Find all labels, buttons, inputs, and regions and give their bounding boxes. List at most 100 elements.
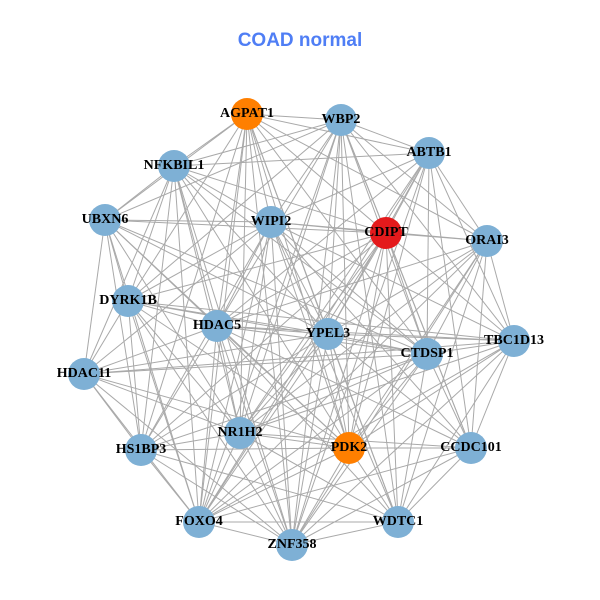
edge-CDIPT-CTDSP1 — [385, 232, 428, 355]
edge-ORAI3-WDTC1 — [397, 240, 488, 523]
edge-AGPAT1-HDAC5 — [216, 113, 248, 327]
node-NFKBIL1 — [158, 150, 190, 182]
edge-YPEL3-ZNF358 — [291, 333, 329, 546]
edge-CDIPT-ZNF358 — [291, 232, 387, 546]
edge-CDIPT-HS1BP3 — [140, 232, 387, 451]
node-label-CDIPT: CDIPT — [364, 225, 408, 240]
edge-CDIPT-UBXN6 — [104, 219, 387, 234]
edge-DYRK1B-HS1BP3 — [127, 300, 142, 451]
edge-AGPAT1-NR1H2 — [239, 113, 248, 434]
edge-ORAI3-HDAC5 — [216, 240, 488, 327]
node-NR1H2 — [224, 417, 256, 449]
edge-TBC1D13-FOXO4 — [198, 340, 515, 523]
edge-NFKBIL1-HS1BP3 — [140, 165, 175, 451]
edge-NFKBIL1-CDIPT — [173, 165, 387, 234]
edge-ABTB1-ZNF358 — [291, 152, 430, 546]
node-label-WBP2: WBP2 — [322, 112, 361, 127]
edge-HDAC5-FOXO4 — [198, 325, 218, 523]
edge-CDIPT-FOXO4 — [198, 232, 387, 523]
edge-DYRK1B-PDK2 — [127, 300, 350, 449]
node-label-NFKBIL1: NFKBIL1 — [144, 158, 205, 173]
edge-UBXN6-HS1BP3 — [104, 219, 142, 451]
node-WBP2 — [325, 104, 357, 136]
edge-NFKBIL1-YPEL3 — [173, 165, 329, 335]
edge-AGPAT1-WIPI2 — [246, 113, 272, 223]
edge-NFKBIL1-HDAC5 — [173, 165, 218, 327]
edge-PDK2-HS1BP3 — [140, 447, 350, 451]
edge-DYRK1B-FOXO4 — [127, 300, 200, 523]
edge-NFKBIL1-NR1H2 — [173, 165, 241, 434]
edge-WIPI2-HDAC11 — [83, 221, 272, 375]
edge-ABTB1-NR1H2 — [239, 152, 430, 434]
node-HDAC5 — [201, 310, 233, 342]
edge-ZNF358-WDTC1 — [291, 521, 399, 546]
edge-UBXN6-CTDSP1 — [104, 219, 428, 355]
edge-UBXN6-NR1H2 — [104, 219, 241, 434]
node-label-UBXN6: UBXN6 — [82, 212, 129, 227]
node-label-NR1H2: NR1H2 — [217, 425, 262, 440]
edge-HDAC5-NR1H2 — [216, 325, 241, 434]
edge-CTDSP1-CCDC101 — [426, 353, 472, 449]
node-label-HDAC5: HDAC5 — [193, 318, 241, 333]
edge-AGPAT1-CTDSP1 — [246, 113, 428, 355]
edge-TBC1D13-WDTC1 — [397, 340, 515, 523]
node-UBXN6 — [89, 204, 121, 236]
edge-ORAI3-YPEL3 — [327, 240, 488, 335]
node-label-PDK2: PDK2 — [331, 440, 368, 455]
edge-YPEL3-TBC1D13 — [327, 333, 515, 342]
edge-TBC1D13-HDAC11 — [83, 340, 515, 375]
edge-YPEL3-HDAC11 — [83, 333, 329, 375]
node-WDTC1 — [382, 506, 414, 538]
node-label-TBC1D13: TBC1D13 — [484, 333, 544, 348]
edge-WIPI2-CCDC101 — [270, 221, 472, 449]
edge-ABTB1-TBC1D13 — [428, 152, 515, 342]
node-label-CCDC101: CCDC101 — [440, 440, 501, 455]
node-HDAC11 — [68, 358, 100, 390]
edge-YPEL3-NR1H2 — [239, 333, 329, 434]
node-PDK2 — [333, 432, 365, 464]
edge-CDIPT-PDK2 — [348, 232, 387, 449]
edge-CCDC101-ZNF358 — [291, 447, 472, 546]
edge-WIPI2-HDAC5 — [216, 221, 272, 327]
edge-PDK2-FOXO4 — [198, 447, 350, 523]
edge-WIPI2-DYRK1B — [127, 221, 272, 302]
edge-WBP2-YPEL3 — [327, 119, 342, 335]
node-CTDSP1 — [411, 338, 443, 370]
node-label-ABTB1: ABTB1 — [406, 145, 451, 160]
edge-CTDSP1-PDK2 — [348, 353, 428, 449]
edge-PDK2-ZNF358 — [291, 447, 350, 546]
node-FOXO4 — [183, 506, 215, 538]
edge-NR1H2-FOXO4 — [198, 432, 241, 523]
edge-WBP2-NR1H2 — [239, 119, 342, 434]
edge-CCDC101-WDTC1 — [397, 447, 472, 523]
edge-WIPI2-YPEL3 — [270, 221, 329, 335]
edge-HDAC5-TBC1D13 — [216, 325, 515, 342]
edge-WBP2-WIPI2 — [270, 119, 342, 223]
edge-HDAC5-HS1BP3 — [140, 325, 218, 451]
edge-NFKBIL1-ZNF358 — [173, 165, 293, 546]
edge-HDAC11-PDK2 — [83, 373, 350, 449]
edge-UBXN6-HDAC11 — [83, 219, 106, 375]
edge-AGPAT1-CDIPT — [246, 113, 387, 234]
edge-CDIPT-WDTC1 — [385, 232, 399, 523]
edge-TBC1D13-ZNF358 — [291, 340, 515, 546]
edge-NFKBIL1-FOXO4 — [173, 165, 200, 523]
node-label-ZNF358: ZNF358 — [268, 537, 317, 552]
edge-ORAI3-FOXO4 — [198, 240, 488, 523]
node-label-ORAI3: ORAI3 — [465, 233, 509, 248]
edge-ABTB1-CTDSP1 — [426, 152, 430, 355]
edge-TBC1D13-CCDC101 — [470, 340, 515, 449]
edge-WBP2-TBC1D13 — [340, 119, 515, 342]
edge-CCDC101-FOXO4 — [198, 447, 472, 523]
edge-HS1BP3-WDTC1 — [140, 449, 399, 523]
node-TBC1D13 — [498, 325, 530, 357]
edge-WBP2-NFKBIL1 — [173, 119, 342, 167]
edge-HDAC5-HDAC11 — [83, 325, 218, 375]
edge-TBC1D13-PDK2 — [348, 340, 515, 449]
node-label-AGPAT1: AGPAT1 — [220, 106, 274, 121]
edge-ORAI3-NR1H2 — [239, 240, 488, 434]
edge-ABTB1-HDAC5 — [216, 152, 430, 327]
edge-NFKBIL1-WIPI2 — [173, 165, 272, 223]
edge-CDIPT-TBC1D13 — [385, 232, 515, 342]
node-label-DYRK1B: DYRK1B — [99, 293, 157, 308]
